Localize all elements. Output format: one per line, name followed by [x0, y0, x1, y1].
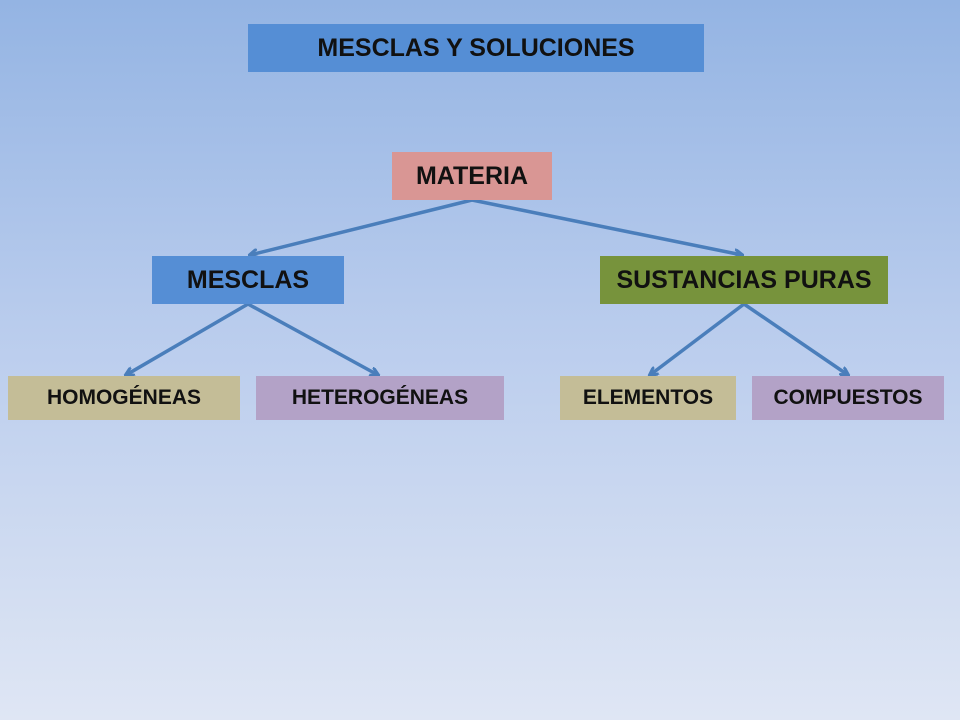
arrow-mesclas-to-homogeneas — [126, 302, 249, 375]
node-materia: MATERIA — [392, 152, 552, 200]
node-homogeneas: HOMOGÉNEAS — [8, 376, 240, 420]
node-mesclas: MESCLAS — [152, 256, 344, 304]
arrow-materia-to-mesclas — [250, 198, 473, 255]
node-elementos: ELEMENTOS — [560, 376, 736, 420]
arrow-puras-to-compuestos — [743, 302, 848, 375]
arrow-puras-to-elementos — [650, 302, 746, 375]
node-heterogeneas: HETEROGÉNEAS — [256, 376, 504, 420]
arrow-mesclas-to-heterogeneas — [247, 302, 378, 375]
arrow-materia-to-puras — [471, 198, 742, 255]
node-compuestos: COMPUESTOS — [752, 376, 944, 420]
node-sustancias-puras: SUSTANCIAS PURAS — [600, 256, 888, 304]
slide-title: MESCLAS Y SOLUCIONES — [248, 24, 704, 72]
